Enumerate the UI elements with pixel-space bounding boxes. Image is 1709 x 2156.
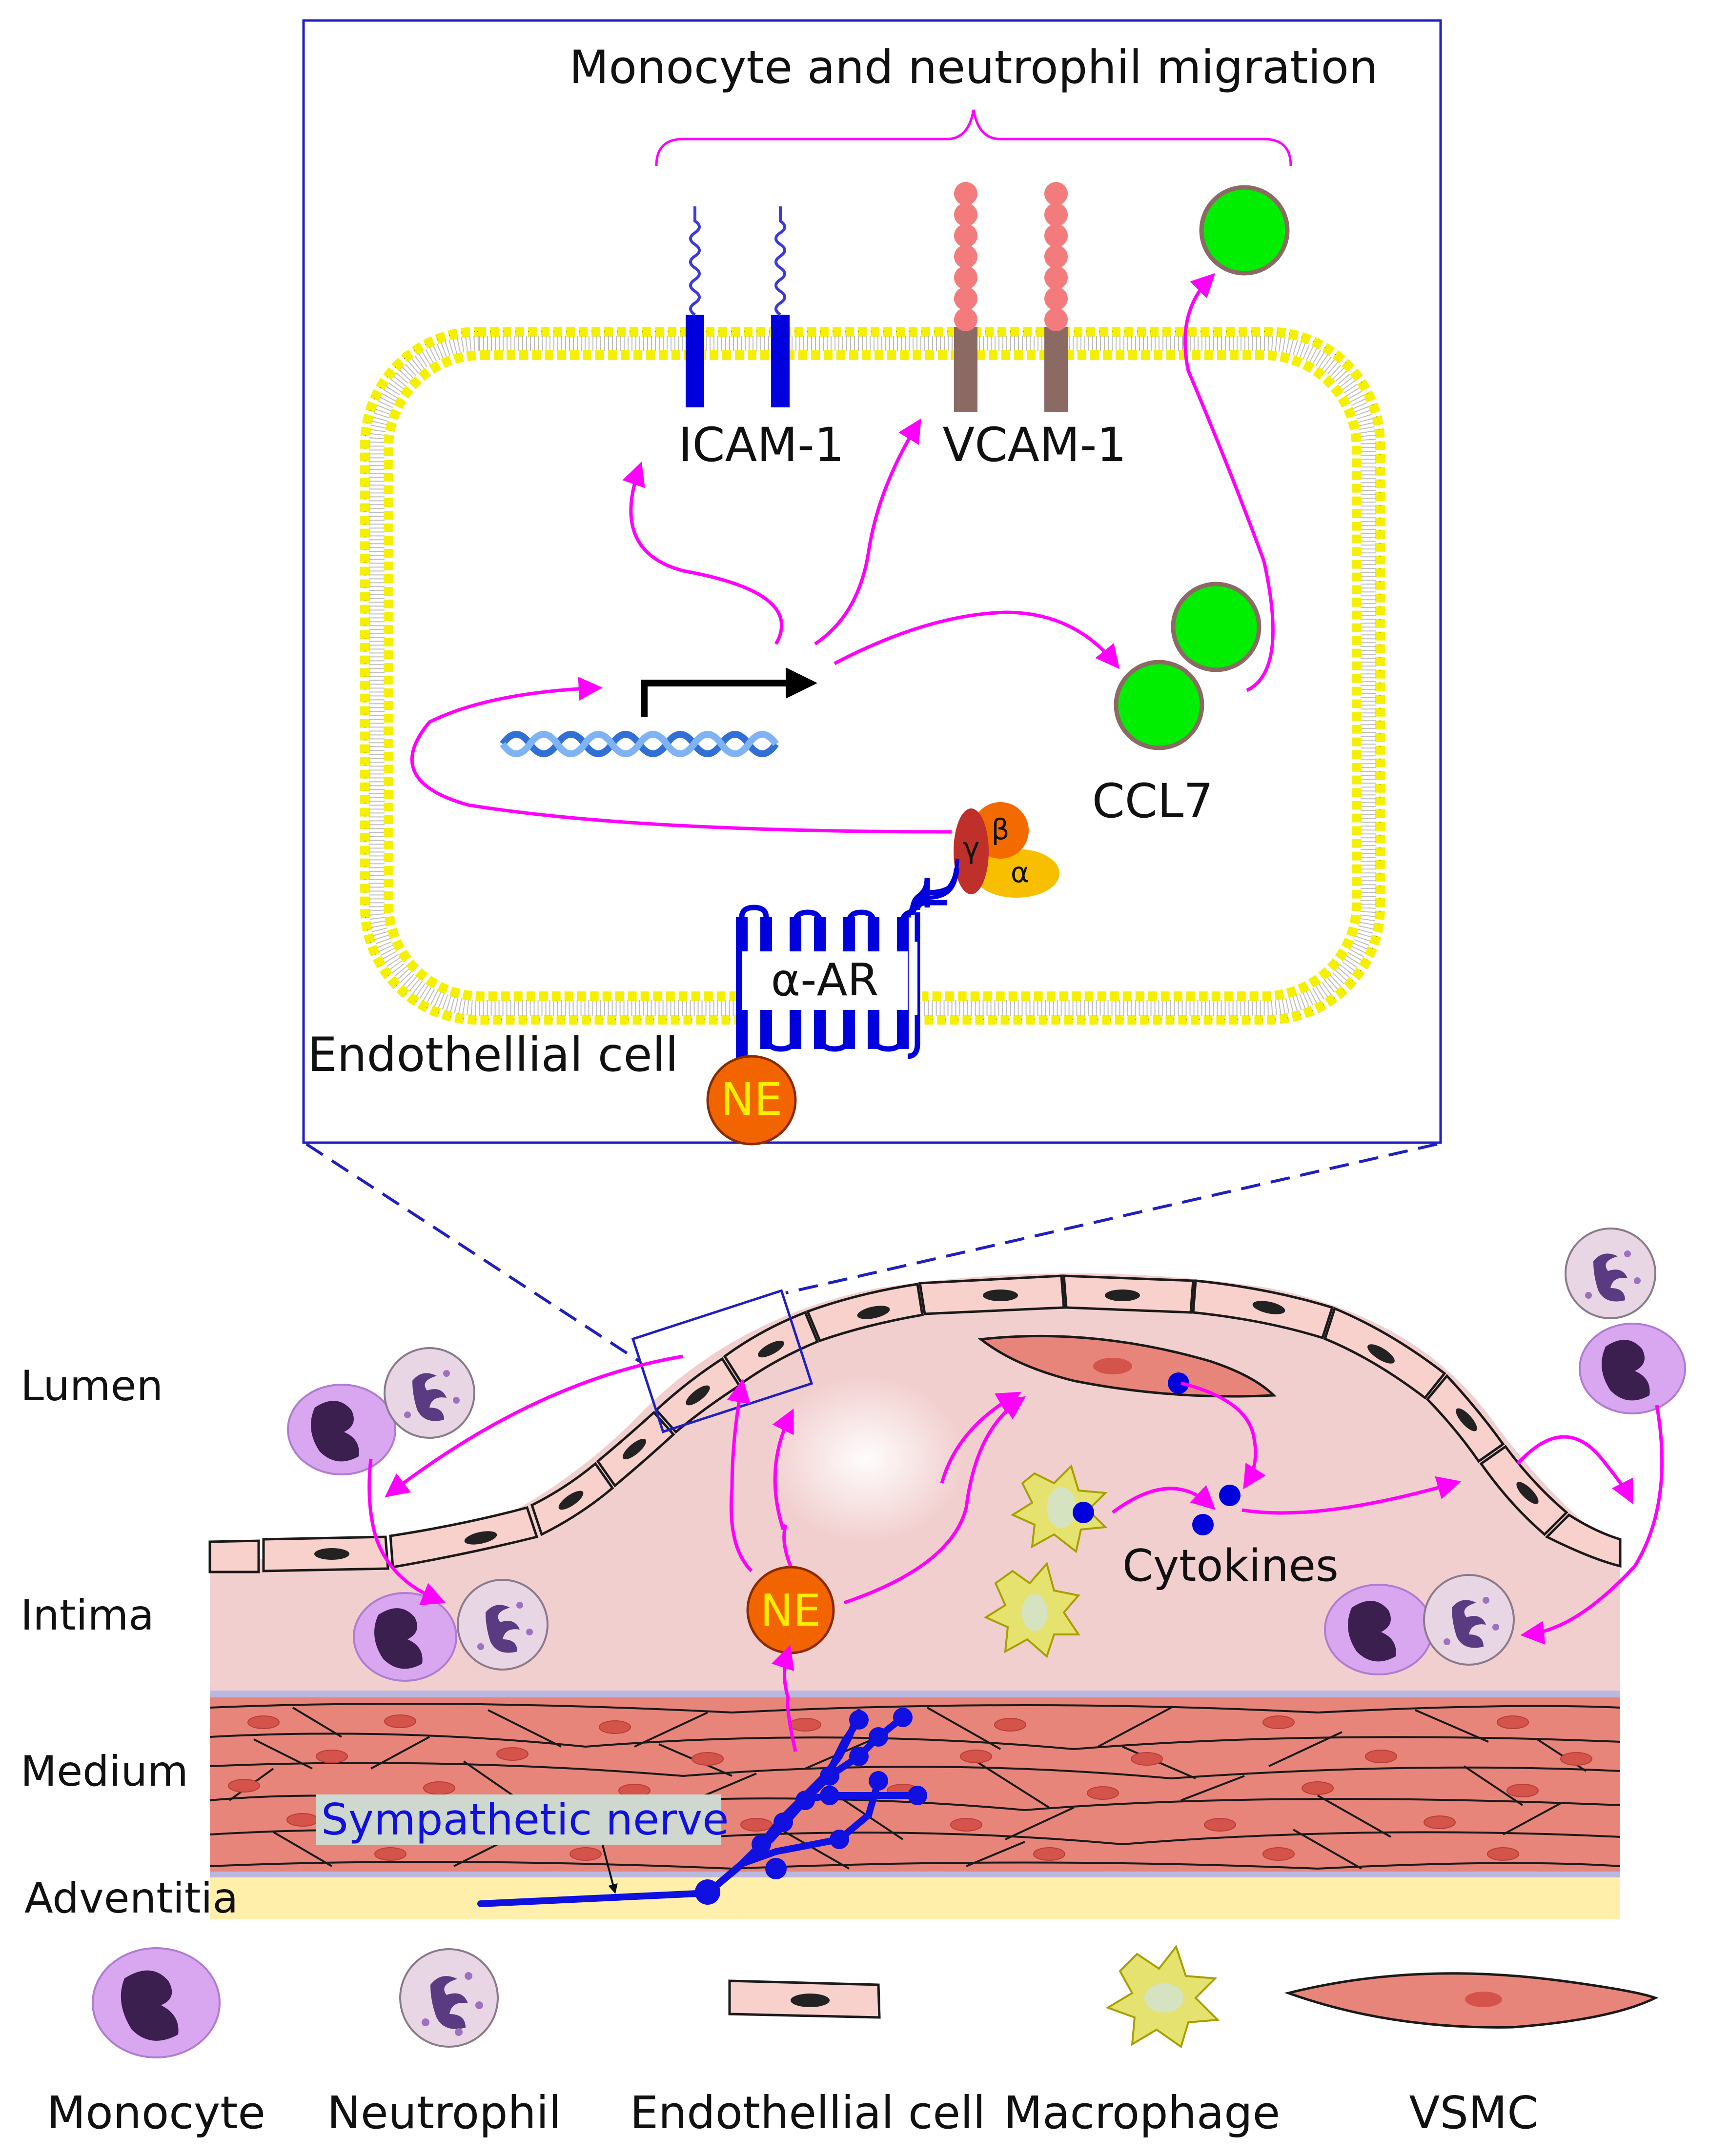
ccl7-molecule — [1171, 582, 1261, 672]
macrophage-nucleus — [1022, 1594, 1047, 1631]
legend-monocyte-icon — [92, 1947, 221, 2058]
icam-coil — [689, 206, 701, 316]
vessel-cross-section: Cytokines NE — [208, 1228, 1686, 1919]
icam-1-molecules — [686, 206, 790, 407]
zoom-line-left — [305, 1143, 640, 1363]
legend-vsmc-label: VSMC — [1409, 2087, 1539, 2139]
cytokines-label: Cytokines — [1122, 1540, 1339, 1592]
layer-label-medium: Medium — [20, 1747, 188, 1796]
legend-endothelial-icon — [728, 1979, 881, 2019]
monocyte-lumen-right — [1579, 1323, 1686, 1414]
neutrophil-intima-left — [457, 1579, 549, 1671]
gamma-label: γ — [962, 831, 980, 865]
monocyte-intima-left — [353, 1592, 457, 1682]
adventitia-layer — [210, 1877, 1620, 1919]
g-protein-gamma — [954, 808, 989, 894]
endothelium-nuclei — [314, 1290, 1539, 1560]
cytokine-dots — [1073, 1372, 1241, 1535]
nerve-label-bg — [316, 1794, 721, 1845]
macrophage-nucleus — [1047, 1487, 1076, 1528]
nerve-label: Sympathetic nerve — [321, 1794, 729, 1845]
vcam-label: VCAM-1 — [943, 418, 1127, 472]
membrane-outer — [360, 327, 1385, 1025]
alpha-label: α — [1011, 856, 1029, 889]
legend-vsmc-icon — [1284, 1972, 1659, 2029]
receptor-label: α-AR — [771, 954, 879, 1006]
monocyte-lumen-left — [287, 1384, 396, 1475]
legend-neutrophil-icon — [399, 1948, 499, 2048]
zoom-line-right — [785, 1143, 1438, 1294]
intima-vsmc-nucleus — [1093, 1358, 1132, 1374]
legend: Monocyte Neutrophil Endothellial cell Ma… — [47, 1944, 1659, 2139]
ccl7-released — [1199, 185, 1290, 276]
monocyte-intima-right — [1324, 1584, 1433, 1675]
icam-stalk — [686, 315, 704, 407]
icam-stalk — [771, 315, 790, 407]
vcam-1-molecules — [954, 182, 1068, 412]
ccl7-label: CCL7 — [1092, 774, 1214, 828]
legend-macrophage-icon — [1105, 1944, 1220, 2049]
neutrophil-intima-right — [1423, 1574, 1515, 1666]
legend-endothelial-label: Endothellial cell — [630, 2087, 985, 2139]
nerve-pointer — [602, 1845, 618, 1894]
ne-ligand-inset — [706, 1055, 797, 1146]
media-layer — [210, 1693, 1620, 1874]
ccl7-molecule — [1114, 660, 1204, 750]
ne-label-main: NE — [760, 1585, 821, 1636]
nerve-varicosities — [695, 1708, 927, 1905]
beta-label: β — [991, 813, 1009, 846]
dna-helix — [500, 731, 779, 757]
neutrophil-lumen-left — [384, 1347, 475, 1439]
transcription-start-arrow — [641, 680, 786, 717]
vessel-signal-arrows — [367, 1354, 1664, 1752]
layer-label-adventitia: Adventitia — [24, 1874, 238, 1923]
g-protein-alpha — [974, 849, 1059, 898]
receptor-c-tail — [907, 858, 959, 918]
vsmc-media-nuclei — [228, 1714, 1592, 1861]
inset-panel: Monocyte and neutrophil migration ICAM-1… — [302, 19, 1442, 1146]
legend-monocyte-label: Monocyte — [47, 2087, 265, 2139]
migration-brace — [655, 109, 1292, 166]
inset-signal-arrows — [410, 273, 1275, 834]
layer-label-intima: Intima — [20, 1591, 154, 1640]
neutrophil-lumen-right — [1565, 1228, 1656, 1319]
vcam-beads — [954, 182, 1068, 331]
icam-label: ICAM-1 — [678, 418, 844, 472]
icam-coil — [774, 206, 786, 316]
layer-label-lumen: Lumen — [20, 1362, 163, 1410]
transcription-arrowhead — [786, 667, 817, 699]
endothelial-cell-label: Endothellial cell — [307, 1028, 678, 1082]
ne-label-inset: NE — [721, 1073, 783, 1126]
vcam-stalk — [1044, 327, 1068, 412]
receptor-label-bg — [742, 951, 908, 1010]
plaque-glow — [769, 1376, 964, 1542]
inset-title: Monocyte and neutrophil migration — [569, 41, 1378, 94]
vcam-stalk — [954, 327, 977, 412]
legend-macrophage-label: Macrophage — [1004, 2087, 1281, 2139]
legend-neutrophil-label: Neutrophil — [327, 2087, 561, 2139]
